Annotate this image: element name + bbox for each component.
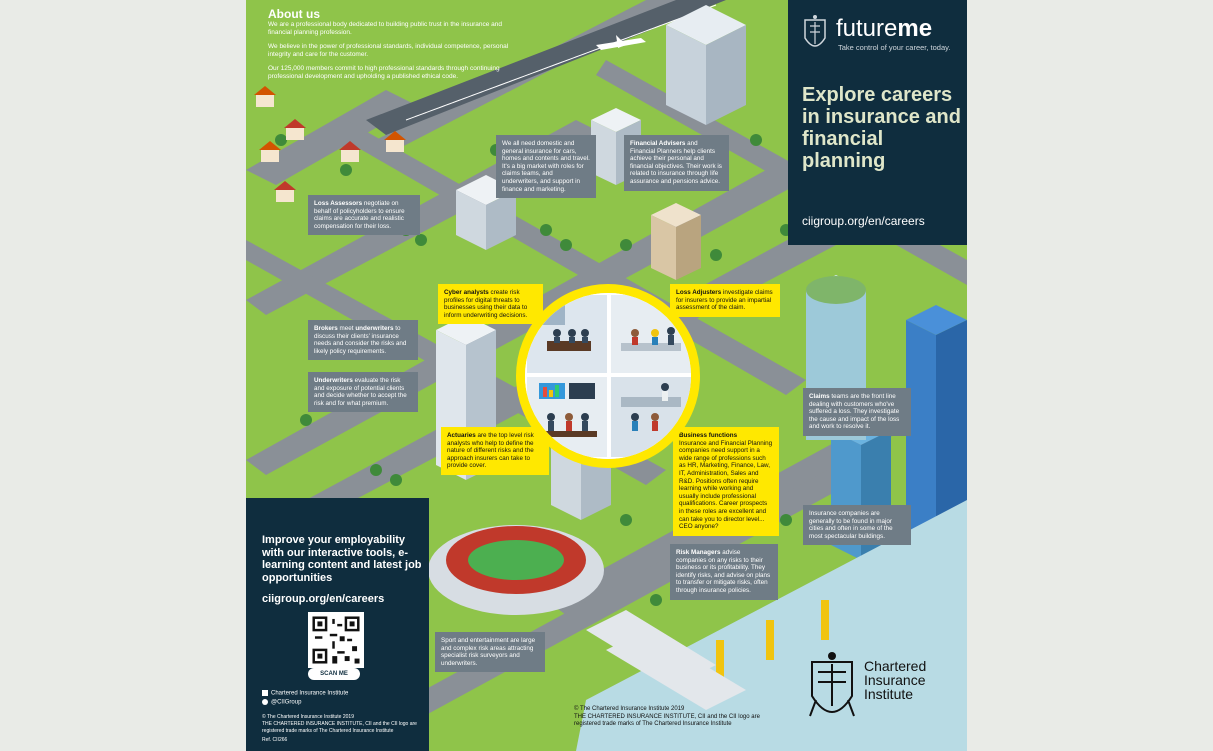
callout-financial-advisers: Financial Advisers and Financial Planner… [624, 135, 729, 191]
callout-text: create risk profiles for digital threats… [444, 289, 528, 319]
meeting-scene-icon [535, 305, 591, 351]
callout-risk-managers: Risk Managers advise companies on any ri… [670, 544, 778, 600]
office-room [609, 375, 691, 459]
callout-text: meet [337, 325, 356, 332]
callout-lead: Actuaries [447, 432, 476, 439]
callout-text: are the top level risk analysts who help… [447, 432, 534, 470]
bottom-copyright: © The Chartered Insurance Institute 2019 [574, 706, 685, 712]
desk-scene-icon [621, 327, 681, 351]
callout-text: to discuss their clients' insurance need… [314, 325, 407, 355]
bottom-trademark: THE CHARTERED INSURANCE INSTITUTE, CII a… [574, 714, 760, 727]
callout-text: investigate claims for insurers to provi… [676, 289, 773, 312]
careers-poster: About us We are a professional body dedi… [246, 0, 967, 751]
callout-loss-assessors: Loss Assessors negotiate on behalf of po… [308, 195, 420, 236]
callout-text: and Financial Planners help clients achi… [630, 140, 722, 185]
about-paragraph: We believe in the power of professional … [268, 43, 509, 58]
callout-text: teams are the front line dealing with cu… [809, 393, 900, 431]
callout-text: evaluate the risk and exposure of potent… [314, 377, 407, 407]
about-title: About us [268, 7, 320, 21]
legal-copyright: © The Chartered Insurance Institute 2019 [262, 714, 354, 720]
callout-brokers: Brokers meet underwriters to discuss the… [308, 320, 418, 361]
callout-lead: Claims [809, 393, 830, 400]
about-paragraph: Our 125,000 members commit to high profe… [268, 65, 500, 80]
linkedin-handle[interactable]: Chartered Insurance Institute [262, 690, 348, 697]
about-paragraph: We are a professional body dedicated to … [268, 21, 503, 36]
analytics-scene-icon [539, 383, 597, 437]
cii-crest-icon [804, 15, 826, 47]
logo-part: future [836, 15, 898, 42]
callout-text: negotiate on behalf of policyholders to … [314, 200, 405, 230]
callout-lead: Cyber analysts [444, 289, 489, 296]
callout-text: Sport and entertainment are large and co… [441, 637, 536, 667]
headline: Explore careers in insurance and financi… [802, 84, 961, 172]
callout-lead: Underwriters [314, 377, 353, 384]
cii-logo-crest-icon [809, 652, 855, 717]
promo-url[interactable]: ciigroup.org/en/careers [262, 593, 385, 605]
cii-wordmark: Chartered Insurance Institute [864, 659, 926, 701]
scan-me-badge: SCAN ME [308, 668, 360, 680]
callout-text: Insurance companies are generally to be … [809, 510, 893, 540]
cii-wordmark-line: Chartered [864, 658, 927, 674]
callout-text: We all need domestic and general insuran… [502, 140, 590, 193]
office-room [525, 293, 609, 375]
reference-code: Ref. CII266 [262, 737, 288, 743]
careers-url[interactable]: ciigroup.org/en/careers [802, 214, 925, 228]
callout-lead: Business functions [679, 432, 738, 439]
cii-wordmark-line: Insurance [864, 672, 926, 688]
callout-text: Insurance and Financial Planning compani… [679, 439, 773, 531]
linkedin-icon [262, 690, 268, 696]
callout-general-insurance: We all need domestic and general insuran… [496, 135, 596, 199]
callout-lead: Risk Managers [676, 549, 721, 556]
office-room [525, 375, 609, 459]
callout-lead: Brokers [314, 325, 338, 332]
promo-text: Improve your employability with our inte… [262, 534, 422, 584]
callout-insurance-companies: Insurance companies are generally to be … [803, 505, 911, 546]
office-room [609, 293, 691, 375]
about-us: About us We are a professional body dedi… [268, 7, 518, 87]
callout-text: advise companies on any risks to their b… [676, 549, 771, 594]
legal-trademark: THE CHARTERED INSURANCE INSTITUTE, CII a… [262, 721, 417, 734]
twitter-handle[interactable]: @CIIGroup [262, 699, 301, 706]
callout-sport-entertainment: Sport and entertainment are large and co… [435, 632, 545, 673]
callout-lead: Loss Adjusters [676, 289, 722, 296]
cii-wordmark-line: Institute [864, 686, 914, 702]
twitter-icon [262, 699, 268, 705]
callout-claims: Claims teams are the front line dealing … [803, 388, 911, 436]
presentation-scene-icon [621, 383, 681, 431]
futureme-logo: futureme [836, 16, 932, 42]
brand-panel: futureme Take control of your career, to… [788, 0, 967, 245]
callout-lead: Financial Advisers [630, 140, 686, 147]
social-label: @CIIGroup [271, 699, 302, 706]
scan-me-label: SCAN ME [320, 671, 348, 677]
logo-part: me [897, 15, 933, 42]
social-label: Chartered Insurance Institute [271, 690, 349, 697]
tagline: Take control of your career, today. [838, 43, 951, 52]
callout-lead: Loss Assessors [314, 200, 363, 207]
callout-underwriters: Underwriters evaluate the risk and expos… [308, 372, 418, 413]
office-interior-circle [516, 284, 700, 468]
callout-lead: underwriters [355, 325, 394, 332]
qr-code[interactable] [308, 612, 364, 668]
